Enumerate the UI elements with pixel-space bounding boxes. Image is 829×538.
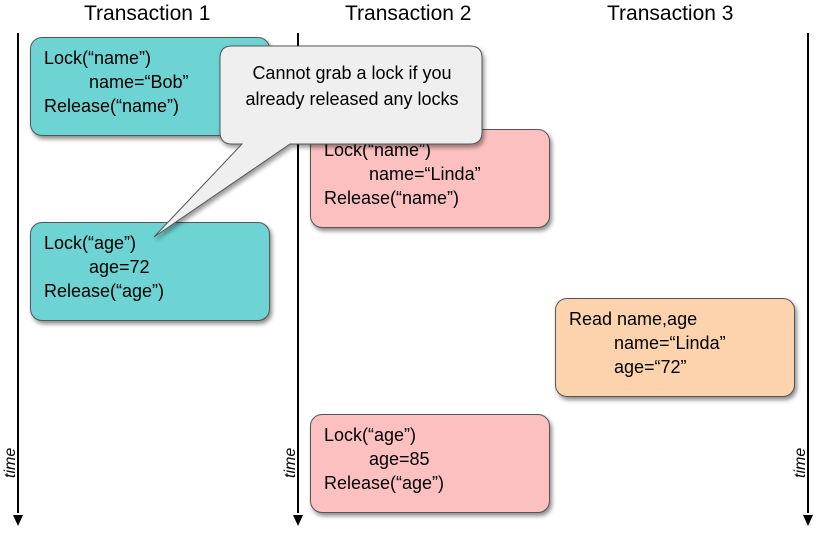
t1-release-age: Release(“age”) bbox=[44, 281, 165, 301]
t1-release-name: Release(“name”) bbox=[44, 96, 180, 116]
transaction-3-header: Transaction 3 bbox=[607, 2, 734, 25]
t2-assign-name: name=“Linda” bbox=[369, 164, 481, 184]
timeline-2 bbox=[297, 33, 299, 513]
transaction-2-header: Transaction 2 bbox=[345, 2, 472, 25]
t2-release-name: Release(“name”) bbox=[324, 188, 460, 208]
timeline-1 bbox=[17, 33, 19, 513]
t2-lock-age: Lock(“age”) bbox=[324, 425, 417, 445]
t3-read-age-value: age=“72” bbox=[614, 357, 687, 377]
t1-assign-name: name=“Bob” bbox=[89, 72, 189, 92]
t3-read-name-value: name=“Linda” bbox=[614, 333, 726, 353]
t2-release-age: Release(“age”) bbox=[324, 473, 445, 493]
t3-read-box: Read name,age name=“Linda” age=“72” bbox=[555, 298, 795, 397]
t2-lock-name: Lock(“name”) bbox=[324, 140, 432, 160]
transaction-1-header: Transaction 1 bbox=[84, 2, 211, 25]
t1-lock-age: Lock(“age”) bbox=[44, 233, 137, 253]
t2-assign-age: age=85 bbox=[369, 449, 430, 469]
timeline-3-arrowhead bbox=[803, 515, 813, 526]
callout-shape bbox=[153, 45, 483, 238]
t2-age-lock-box: Lock(“age”) age=85 Release(“age”) bbox=[310, 414, 550, 513]
t1-lock-name: Lock(“name”) bbox=[44, 48, 152, 68]
timeline-2-arrowhead bbox=[293, 515, 303, 526]
t1-assign-age: age=72 bbox=[89, 257, 150, 277]
t3-read-name-age: Read name,age bbox=[569, 309, 698, 329]
timeline-1-arrowhead bbox=[13, 515, 23, 526]
callout-text: Cannot grab a lock if you already releas… bbox=[245, 63, 459, 109]
t1-age-lock-box: Lock(“age”) age=72 Release(“age”) bbox=[30, 222, 270, 321]
timeline-3 bbox=[807, 33, 809, 513]
